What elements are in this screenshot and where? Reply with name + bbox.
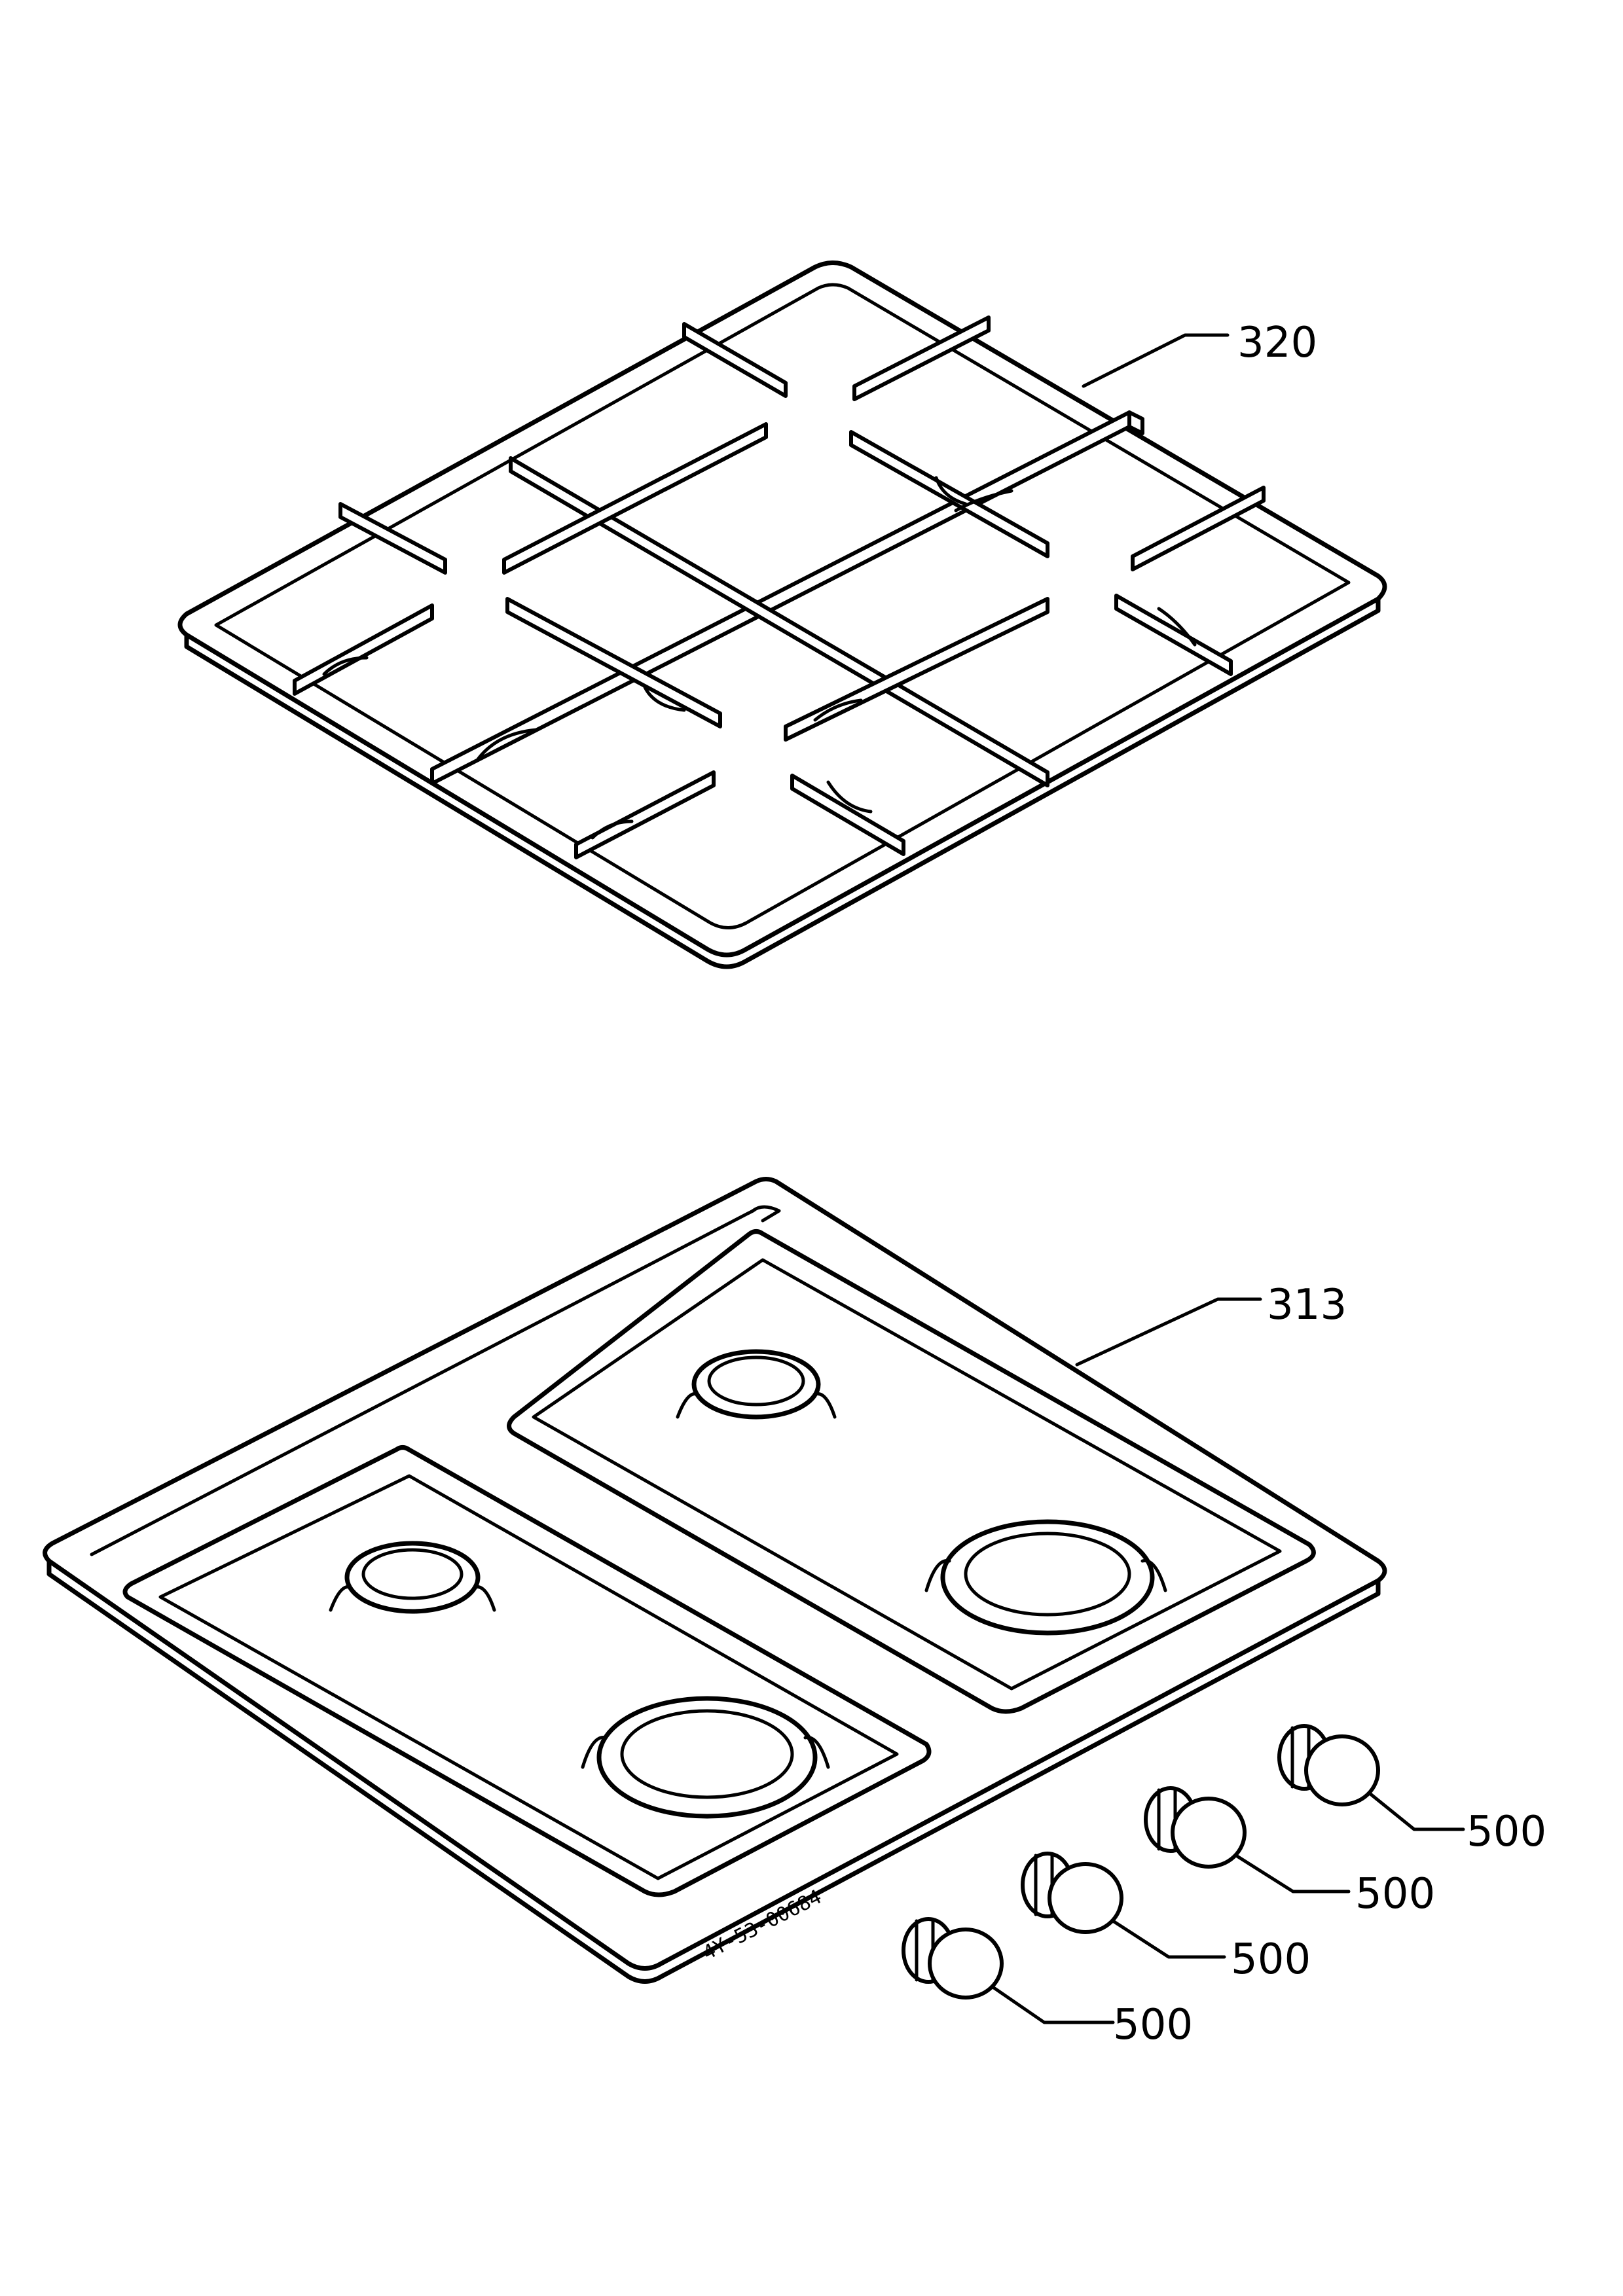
burner-rear-right xyxy=(924,1519,1167,1636)
callout-500-knob-1: 500 xyxy=(1113,2001,1193,2049)
callout-500-knob-4: 500 xyxy=(1467,1808,1546,1856)
control-knob-1 xyxy=(902,1917,1115,2024)
control-knob-3 xyxy=(1144,1786,1351,1893)
burner-front-right xyxy=(581,1696,830,1819)
control-knob-2 xyxy=(1021,1852,1226,1959)
control-knob-4 xyxy=(1277,1724,1465,1831)
burner-rear-left xyxy=(676,1349,837,1420)
callout-313: 313 xyxy=(1267,1281,1347,1329)
burner-front-left xyxy=(329,1541,496,1614)
callout-320: 320 xyxy=(1237,319,1317,367)
callout-500-knob-3: 500 xyxy=(1355,1870,1435,1918)
drawing-code: 4Y-53-00684 xyxy=(699,1886,826,1965)
callout-500-knob-2: 500 xyxy=(1231,1935,1311,1984)
pan-support-grate xyxy=(177,260,1387,969)
hob-top-panel xyxy=(43,1177,1387,1984)
